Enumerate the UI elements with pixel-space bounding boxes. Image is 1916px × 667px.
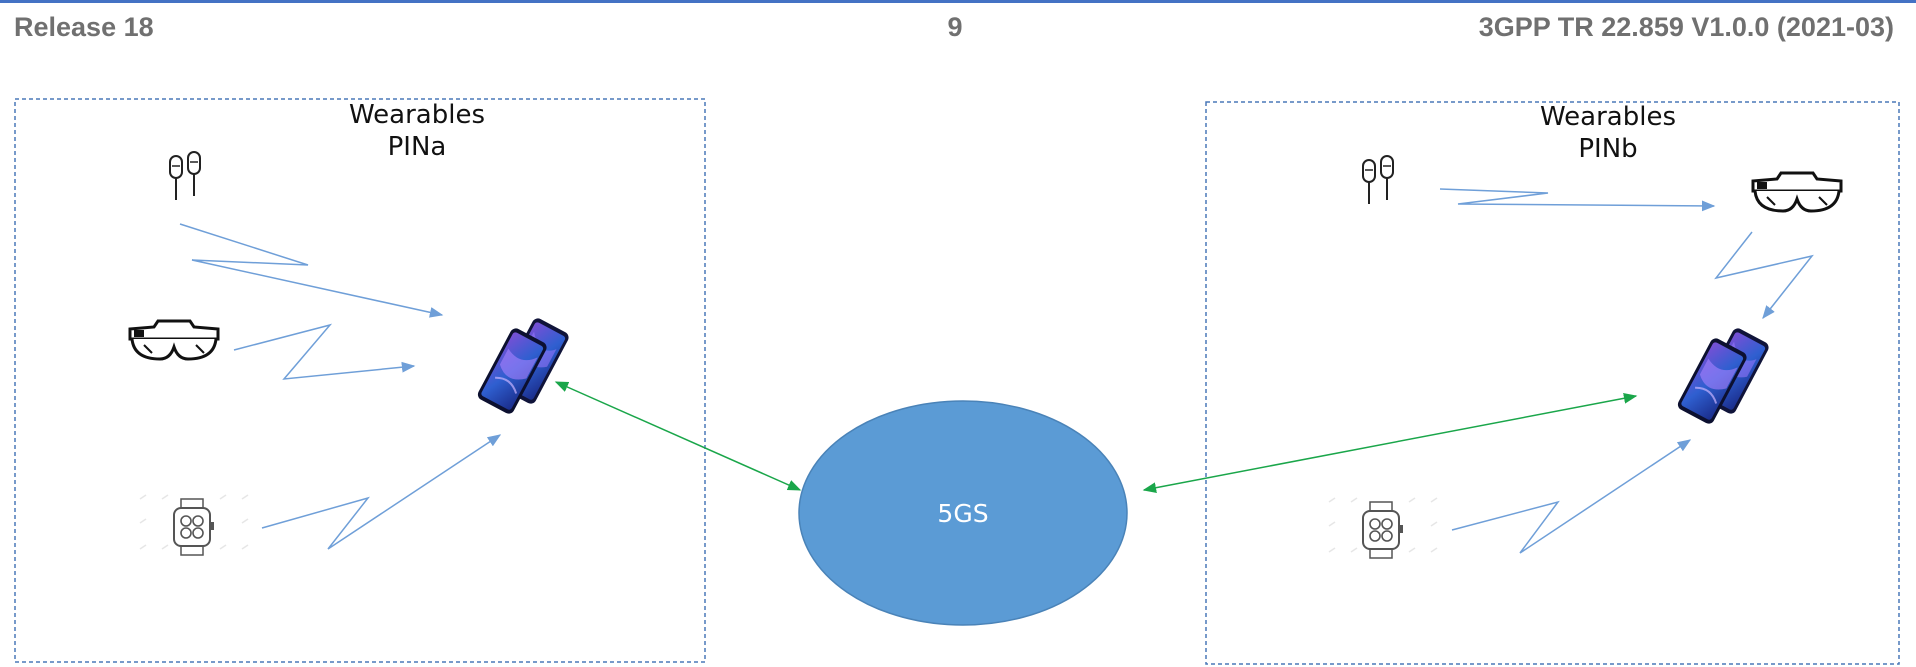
watch-to-phone-link [261,434,502,550]
pin-a-boundary [14,98,706,663]
smartphone-icon [1674,325,1772,427]
5gs-label: 5GS [937,499,988,528]
pin-a-title-line1: Wearables [349,100,485,130]
pina-to-5gs-link [554,381,802,491]
smart-glasses-icon [1751,171,1843,213]
release-label: Release 18 [14,12,154,42]
earbuds-to-glasses-link [1439,188,1716,212]
5gs-node [798,400,1128,626]
header-rule [0,0,1916,3]
earbuds-icon [1362,155,1394,205]
document-id: 3GPP TR 22.859 V1.0.0 (2021-03) [1478,12,1894,42]
glasses-to-phone-link [1714,231,1814,320]
glasses-to-phone-link [233,323,416,380]
smartwatch-icon [1328,497,1438,559]
5gs-to-pinb-link [1142,392,1638,494]
smart-glasses-icon [128,319,220,361]
page-number: 9 [947,12,963,42]
smartphone-icon [474,315,572,417]
pin-b-title-line1: Wearables [1540,102,1676,132]
earbuds-to-phone-link [179,223,444,318]
earbuds-icon [169,151,201,201]
watch-to-phone-link [1451,439,1692,554]
pin-b-title-line2: PINb [1578,134,1637,164]
pin-a-title-line2: PINa [388,132,447,162]
smartwatch-icon [139,494,249,556]
pin-b-boundary [1205,101,1900,665]
